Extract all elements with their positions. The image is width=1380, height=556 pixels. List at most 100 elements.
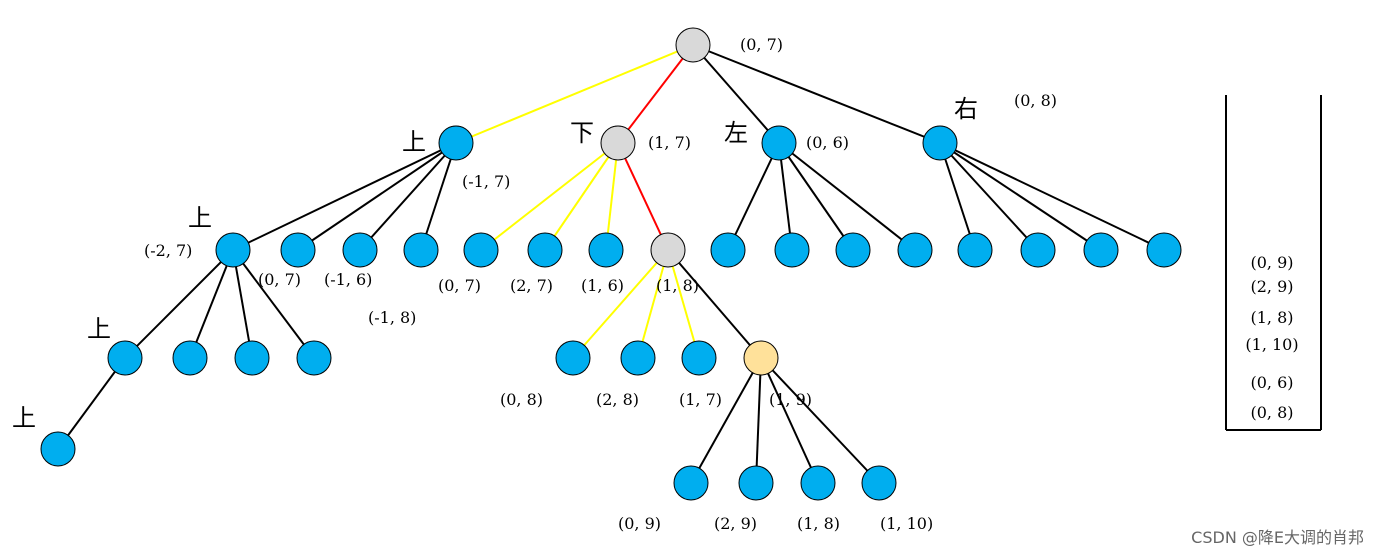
edge-d44-d442 (755, 357, 762, 484)
coord-label-uu: (-2, 7) (144, 241, 192, 260)
node-r (922, 125, 958, 161)
node-l2 (774, 232, 810, 268)
queue-items: (0, 9) (2, 9) (1, 8) (1, 10) (0, 6) (0, 8) (1245, 253, 1298, 422)
coord-label-d443: (1, 8) (797, 514, 840, 533)
edge-uuu-uuuu (57, 357, 126, 450)
edge-d4-d44 (667, 249, 762, 359)
watermark: CSDN @降E大调的肖邦 (1191, 528, 1364, 547)
edge-d4-d42 (637, 249, 669, 359)
coord-label-d42: (2, 8) (596, 390, 639, 409)
node-d443 (800, 465, 836, 501)
direction-label-d: 下 (570, 119, 594, 147)
edge-l-l3 (778, 142, 854, 251)
node-r2 (1020, 232, 1056, 268)
node-uu2 (172, 340, 208, 376)
node-uu (215, 232, 251, 268)
node-d44 (743, 340, 779, 376)
edge-d-d1 (480, 142, 619, 251)
direction-label-uu: 上 (188, 204, 212, 232)
node-l (761, 125, 797, 161)
direction-label-u: 上 (402, 128, 426, 156)
direction-label-l: 左 (724, 119, 748, 147)
edge-r-r4 (939, 142, 1165, 251)
coord-label-d4: (1, 8) (656, 276, 699, 295)
edge-l-l2 (778, 142, 793, 251)
edge-u-u4 (420, 142, 457, 251)
node-u (438, 125, 474, 161)
edge-d44-d443 (760, 357, 819, 484)
node-d444 (861, 465, 897, 501)
coord-label-d1: (0, 7) (438, 276, 481, 295)
edge-d4-d41 (572, 249, 669, 359)
edge-root-r (692, 44, 941, 144)
node-d2 (527, 232, 563, 268)
nodes-layer (40, 27, 1182, 501)
coord-label-d44: (1, 9) (769, 390, 812, 409)
node-d441 (673, 465, 709, 501)
edge-r-r3 (939, 142, 1102, 251)
node-l3 (835, 232, 871, 268)
direction-label-uuu: 上 (87, 315, 111, 343)
node-uu3 (234, 340, 270, 376)
edge-r-r1 (939, 142, 976, 251)
direction-label-r: 右 (954, 95, 978, 123)
node-l4 (897, 232, 933, 268)
queue-container: (0, 9) (2, 9) (1, 8) (1, 10) (0, 6) (0, 8) (1225, 95, 1322, 431)
coord-label-d41: (0, 8) (500, 390, 543, 409)
edge-u-uu (232, 142, 457, 251)
node-d41 (555, 340, 591, 376)
queue-item: (2, 9) (1250, 277, 1293, 296)
coord-label-d43: (1, 7) (679, 390, 722, 409)
direction-label-uuuu: 上 (12, 404, 36, 432)
edge-d44-d441 (690, 357, 762, 484)
coord-label-d442: (2, 9) (714, 514, 757, 533)
node-r1 (957, 232, 993, 268)
coord-label-u4: (-1, 8) (368, 308, 416, 327)
queue-item: (0, 9) (1250, 253, 1293, 272)
edge-root-l (692, 44, 780, 144)
coord-label-d444: (1, 10) (880, 514, 933, 533)
node-u3 (342, 232, 378, 268)
coord-label-u: (-1, 7) (462, 172, 510, 191)
labels-layer: (0, 7) (0, 8) (1, 7) (0, 6) (-1, 7) (-2, 7) (0… (12, 35, 1057, 533)
node-d4 (650, 232, 686, 268)
coord-label-l: (0, 6) (806, 133, 849, 152)
edge-d-d3 (605, 142, 619, 251)
edge-root-u (455, 44, 694, 144)
edge-uu-uu2 (189, 249, 234, 359)
node-d43 (681, 340, 717, 376)
coord-label-d: (1, 7) (648, 133, 691, 152)
edge-u-u3 (359, 142, 457, 251)
edge-d44-d444 (760, 357, 880, 484)
edge-u-u2 (297, 142, 457, 251)
node-uuuu (40, 431, 76, 467)
edge-d4-d43 (667, 249, 700, 359)
edge-uu-uuu (124, 249, 234, 359)
node-uuu (107, 340, 143, 376)
node-d442 (738, 465, 774, 501)
node-d42 (620, 340, 656, 376)
node-r3 (1083, 232, 1119, 268)
coord-label-d3: (1, 6) (581, 276, 624, 295)
edge-d-d2 (544, 142, 619, 251)
coord-label-d2: (2, 7) (510, 276, 553, 295)
edge-root-d (617, 44, 694, 144)
edge-l-l1 (727, 142, 780, 251)
edge-d-d4 (617, 142, 669, 251)
coord-label-root: (0, 7) (740, 35, 783, 54)
node-l1 (710, 232, 746, 268)
queue-item: (1, 10) (1245, 335, 1298, 354)
node-u4 (403, 232, 439, 268)
node-d (600, 125, 636, 161)
coord-label-r: (0, 8) (1014, 91, 1057, 110)
queue-item: (0, 6) (1250, 373, 1293, 392)
edge-uu-uu4 (232, 249, 315, 359)
queue-item: (0, 8) (1250, 403, 1293, 422)
edge-l-l4 (778, 142, 916, 251)
queue-item: (1, 8) (1250, 308, 1293, 327)
node-d1 (463, 232, 499, 268)
edges-layer (57, 44, 1165, 484)
node-root (675, 27, 711, 63)
edge-uu-uu3 (232, 249, 253, 359)
